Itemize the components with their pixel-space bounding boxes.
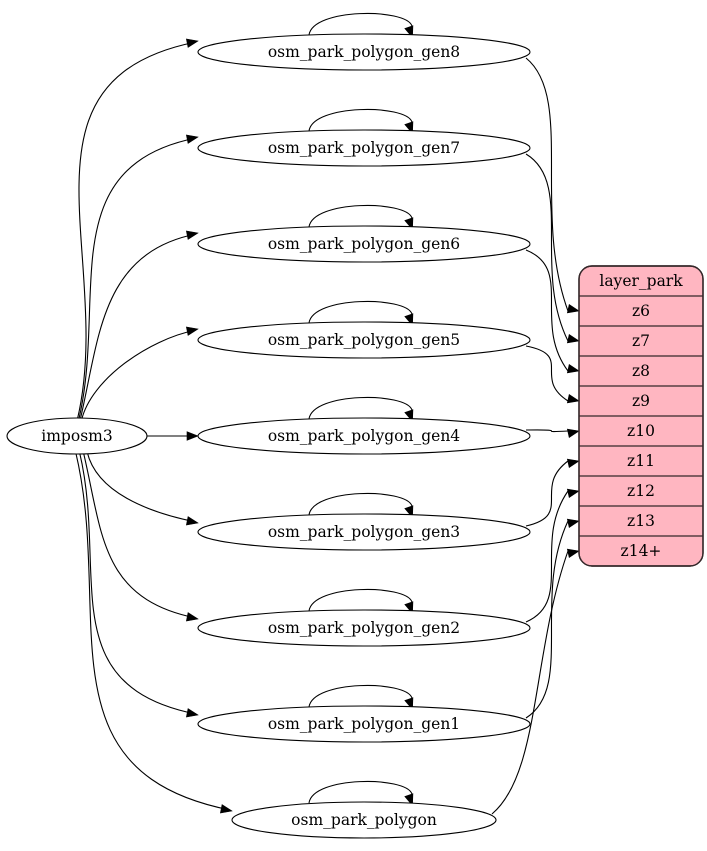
self-loop-osm_park_polygon_gen7: [308, 108, 413, 132]
layer-table-outline: [578, 265, 704, 567]
edges-from-imposm3: [75, 38, 233, 814]
node-osm_park_polygon_gen2[interactable]: [197, 609, 531, 647]
edge-imposm3-to-osm_park_polygon_gen3: [86, 451, 197, 523]
arrow-head-icon: [404, 793, 414, 807]
layer-table-row-z9[interactable]: z9: [632, 392, 650, 410]
node-label-osm_park_polygon_gen5: osm_park_polygon_gen5: [268, 331, 460, 349]
layer-table-row-z10[interactable]: z10: [627, 422, 655, 440]
arrow-head-icon: [185, 708, 199, 718]
arrow-head-icon: [185, 38, 199, 48]
edge-osm_park_polygon_gen4-to-z10: [525, 429, 569, 433]
self-loop-osm_park_polygon: [308, 780, 413, 804]
self-loop-osm_park_polygon_gen8: [308, 12, 413, 36]
arrow-head-icon: [566, 303, 580, 314]
edge-imposm3-to-osm_park_polygon: [75, 451, 231, 811]
node-osm_park_polygon_gen4[interactable]: [197, 417, 531, 455]
arrow-head-icon: [185, 134, 199, 144]
arrow-head-icon: [566, 548, 580, 559]
generalization-nodes: osm_park_polygon_gen8 osm_park_polygon_ge…: [197, 33, 531, 839]
node-osm_park_polygon_gen1[interactable]: [197, 705, 531, 743]
node-label-osm_park_polygon_gen6: osm_park_polygon_gen6: [268, 235, 460, 253]
edge-osm_park_polygon_gen2-to-z12: [525, 490, 569, 623]
edge-osm_park_polygon-to-z14+: [491, 550, 569, 815]
arrow-head-icon: [566, 393, 580, 404]
self-loop-osm_park_polygon_gen2: [308, 588, 413, 612]
node-imposm3[interactable]: [6, 417, 148, 455]
node-label-imposm3: imposm3: [41, 427, 112, 445]
arrow-head-icon: [185, 326, 199, 336]
node-label-osm_park_polygon_gen2: osm_park_polygon_gen2: [268, 619, 460, 637]
node-label-osm_park_polygon_gen8: osm_park_polygon_gen8: [268, 43, 460, 61]
arrow-head-icon: [219, 804, 233, 814]
edge-osm_park_polygon_gen8-to-z6: [525, 57, 569, 312]
edge-imposm3-to-osm_park_polygon_gen8: [76, 41, 197, 421]
edge-osm_park_polygon_gen6-to-z8: [525, 249, 569, 372]
edge-osm_park_polygon_gen3-to-z11: [525, 460, 569, 527]
self-loop-osm_park_polygon_gen1: [308, 684, 413, 708]
node-label-osm_park_polygon_gen3: osm_park_polygon_gen3: [268, 523, 460, 541]
arrow-head-icon: [566, 488, 580, 499]
self-loop-osm_park_polygon_gen4: [308, 396, 413, 420]
arrow-head-icon: [185, 230, 199, 240]
arrow-head-icon: [566, 363, 580, 374]
layer-table-row-z14+[interactable]: z14+: [621, 542, 662, 560]
node-osm_park_polygon_gen5[interactable]: [197, 321, 531, 359]
node-osm_park_polygon_gen6[interactable]: [197, 225, 531, 263]
node-osm_park_polygon_gen8[interactable]: [197, 33, 531, 71]
node-label-osm_park_polygon: osm_park_polygon: [291, 811, 437, 829]
self-loop-edges: [308, 12, 414, 807]
layer-table-header: layer_park: [599, 272, 683, 290]
edge-imposm3-to-osm_park_polygon_gen7: [78, 137, 197, 421]
layer-table-row-z8[interactable]: z8: [632, 362, 650, 380]
layer-table-row-z13[interactable]: z13: [627, 512, 655, 530]
self-loop-osm_park_polygon_gen3: [308, 492, 413, 516]
edge-imposm3-to-osm_park_polygon_gen2: [82, 451, 197, 619]
layer-table-row-z12[interactable]: z12: [627, 482, 655, 500]
self-loop-osm_park_polygon_gen6: [308, 204, 413, 228]
arrow-head-icon: [566, 458, 580, 469]
arrow-head-icon: [185, 516, 199, 526]
edge-imposm3-to-osm_park_polygon_gen5: [81, 329, 197, 421]
layer-table-row-z6[interactable]: z6: [632, 302, 650, 320]
node-osm_park_polygon_gen3[interactable]: [197, 513, 531, 551]
layer-table-row-z11[interactable]: z11: [627, 452, 655, 470]
arrow-head-icon: [566, 333, 580, 344]
layer-park-table: layer_park z6 z7 z8 z9 z10 z11 z12 z13 z14+: [578, 265, 704, 567]
layer-table-row-z7[interactable]: z7: [632, 332, 650, 350]
edge-osm_park_polygon_gen7-to-z7: [525, 153, 569, 342]
node-label-osm_park_polygon_gen4: osm_park_polygon_gen4: [268, 427, 460, 445]
arrow-head-icon: [566, 518, 580, 529]
edge-osm_park_polygon_gen1-to-z13: [525, 520, 569, 719]
edge-imposm3-to-osm_park_polygon_gen1: [78, 451, 197, 715]
arrow-head-icon: [186, 431, 199, 441]
edge-imposm3-to-osm_park_polygon_gen6: [79, 233, 197, 421]
node-label-osm_park_polygon_gen7: osm_park_polygon_gen7: [268, 139, 460, 157]
edges-to-layer-table: [491, 57, 580, 815]
source-node-imposm3: imposm3: [6, 417, 148, 455]
arrow-head-icon: [566, 428, 580, 439]
node-osm_park_polygon[interactable]: [231, 801, 497, 839]
node-label-osm_park_polygon_gen1: osm_park_polygon_gen1: [268, 715, 460, 733]
edge-osm_park_polygon_gen5-to-z9: [525, 345, 569, 402]
arrow-head-icon: [185, 612, 199, 622]
self-loop-osm_park_polygon_gen5: [308, 300, 413, 324]
node-osm_park_polygon_gen7[interactable]: [197, 129, 531, 167]
